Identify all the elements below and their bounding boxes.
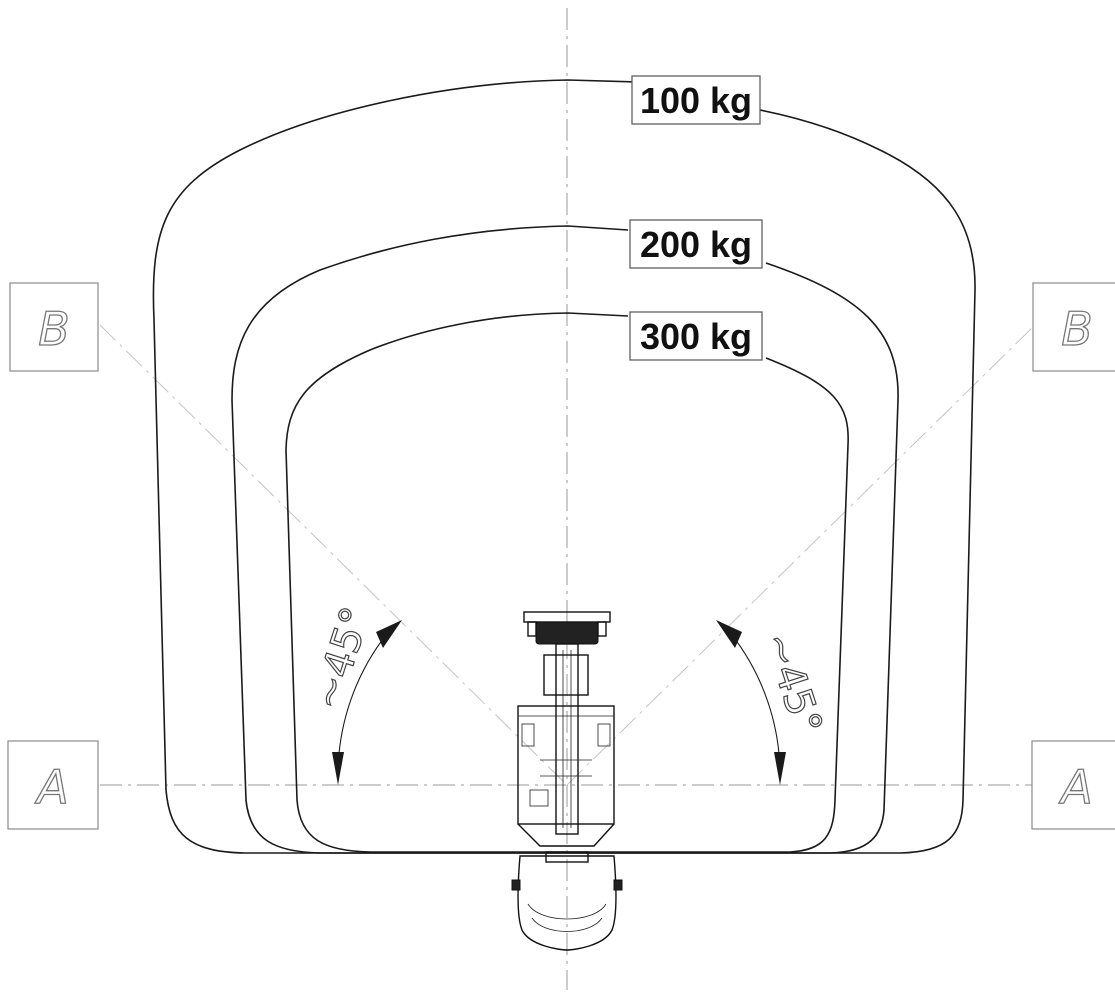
section-left-a-text: A bbox=[34, 760, 68, 814]
section-right-a-text: A bbox=[1058, 760, 1092, 814]
arrowhead-left-bottom-icon bbox=[332, 752, 344, 785]
load-curve-200kg bbox=[231, 225, 899, 854]
angle-right-text: ~45° bbox=[754, 627, 830, 741]
arrowhead-right-bottom-icon bbox=[774, 752, 786, 785]
diagonal-line-left-b bbox=[99, 324, 568, 786]
diagonal-line-right-b bbox=[566, 324, 1036, 786]
label-100kg: 100 kg bbox=[631, 75, 761, 125]
label-300kg: 300 kg bbox=[629, 311, 763, 361]
arrowhead-right-top-icon bbox=[716, 620, 742, 648]
angle-indicator-right: ~45° bbox=[716, 620, 831, 785]
label-200kg: 200 kg bbox=[629, 219, 763, 269]
arrowhead-left-top-icon bbox=[376, 620, 402, 648]
label-100kg-text: 100 kg bbox=[640, 80, 752, 121]
section-marker-right-b: B bbox=[1032, 282, 1115, 372]
label-300kg-text: 300 kg bbox=[640, 316, 752, 357]
section-left-b-text: B bbox=[38, 302, 70, 356]
section-right-b-text: B bbox=[1061, 302, 1093, 356]
section-marker-right-a: A bbox=[1031, 740, 1115, 830]
machine-top-view bbox=[511, 611, 623, 951]
section-marker-left-a: A bbox=[7, 740, 99, 830]
load-curve-300kg bbox=[285, 312, 849, 853]
section-marker-left-b: B bbox=[9, 282, 99, 372]
angle-indicator-left: ~45° bbox=[303, 601, 402, 785]
angle-left-text: ~45° bbox=[304, 602, 380, 716]
label-200kg-text: 200 kg bbox=[640, 224, 752, 265]
load-curve-100kg bbox=[152, 79, 976, 854]
